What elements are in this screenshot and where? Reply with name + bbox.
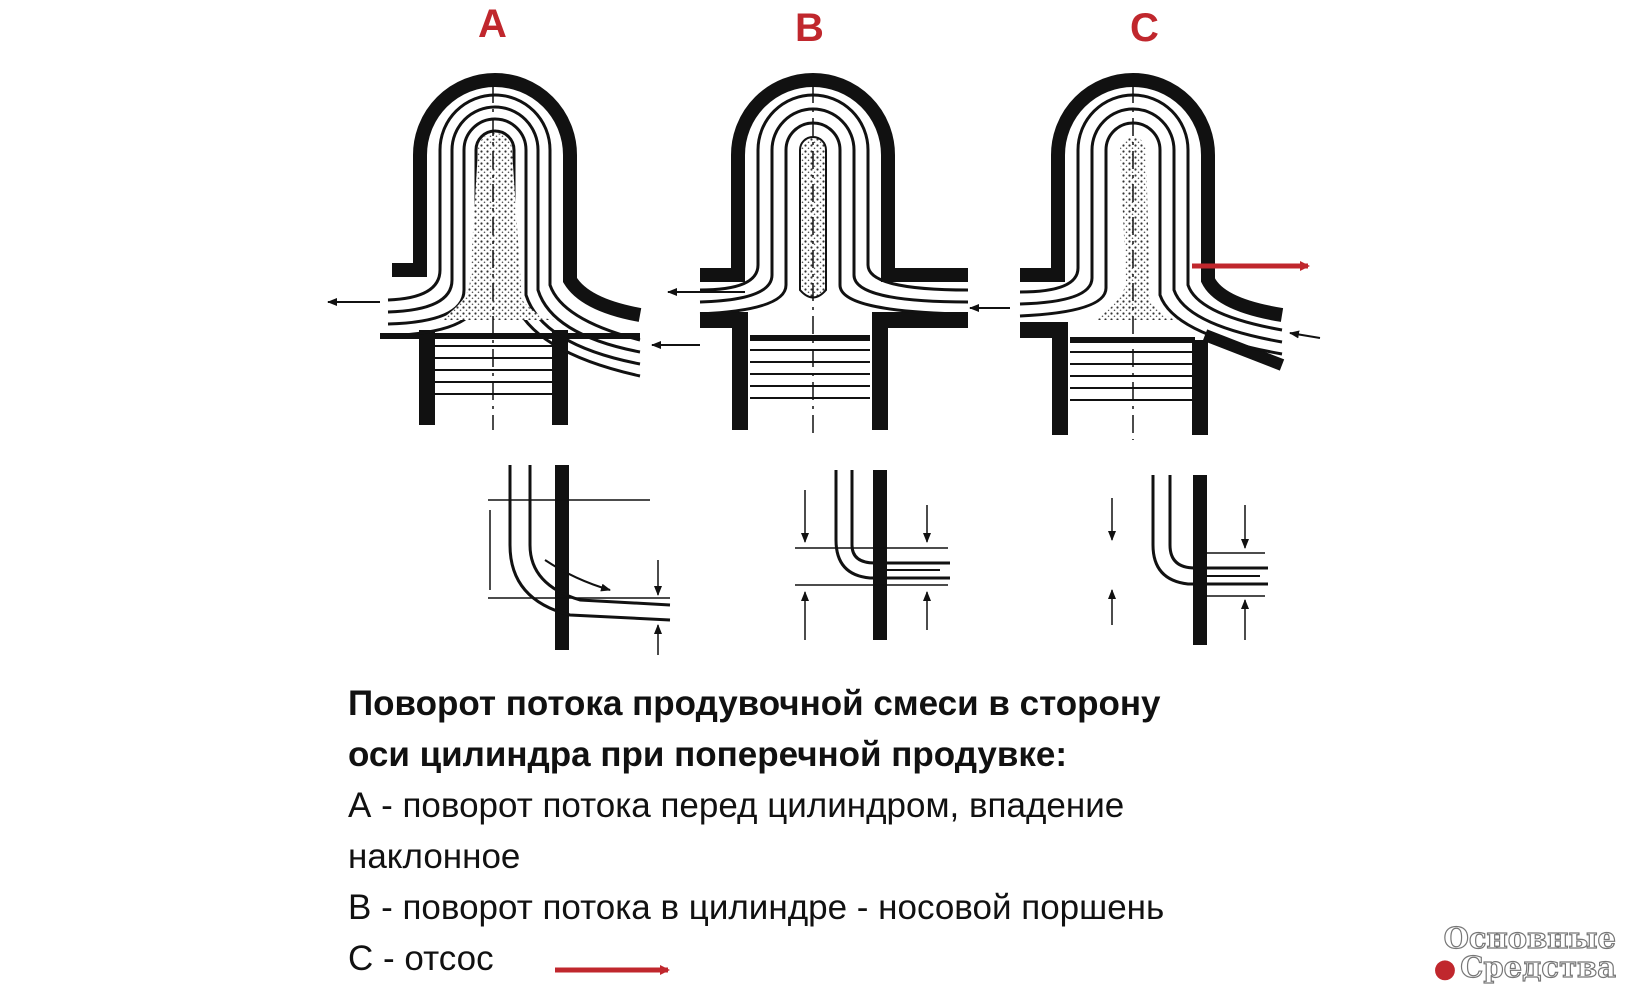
cylinder-c (969, 73, 1321, 440)
label-c: C (1130, 6, 1159, 50)
caption-title-line2: оси цилиндра при поперечной продувке: (348, 735, 1067, 774)
flow-detail-b (795, 470, 950, 640)
label-b: B (795, 6, 824, 50)
watermark-dot-icon: ● (1433, 954, 1457, 984)
caption-a-line2: наклонное (348, 837, 521, 876)
flow-detail-a (488, 465, 671, 655)
label-a: A (478, 2, 507, 46)
watermark: Основные ●Средства (1433, 921, 1617, 984)
caption-title-line1: Поворот потока продувочной смеси в сторо… (348, 684, 1161, 723)
flow-detail-c (1108, 475, 1268, 645)
caption-b-line: В - поворот потока в цилиндре - носовой … (348, 888, 1165, 927)
cylinder-b (667, 73, 969, 435)
caption-a-line1: А - поворот потока перед цилиндром, впад… (348, 786, 1125, 825)
watermark-line1: Основные (1443, 921, 1617, 955)
cylinder-a (327, 73, 700, 430)
watermark-line2: Средства (1460, 950, 1617, 984)
caption: Поворот потока продувочной смеси в сторо… (348, 678, 1368, 984)
caption-c-line: С - отсос (348, 939, 494, 978)
